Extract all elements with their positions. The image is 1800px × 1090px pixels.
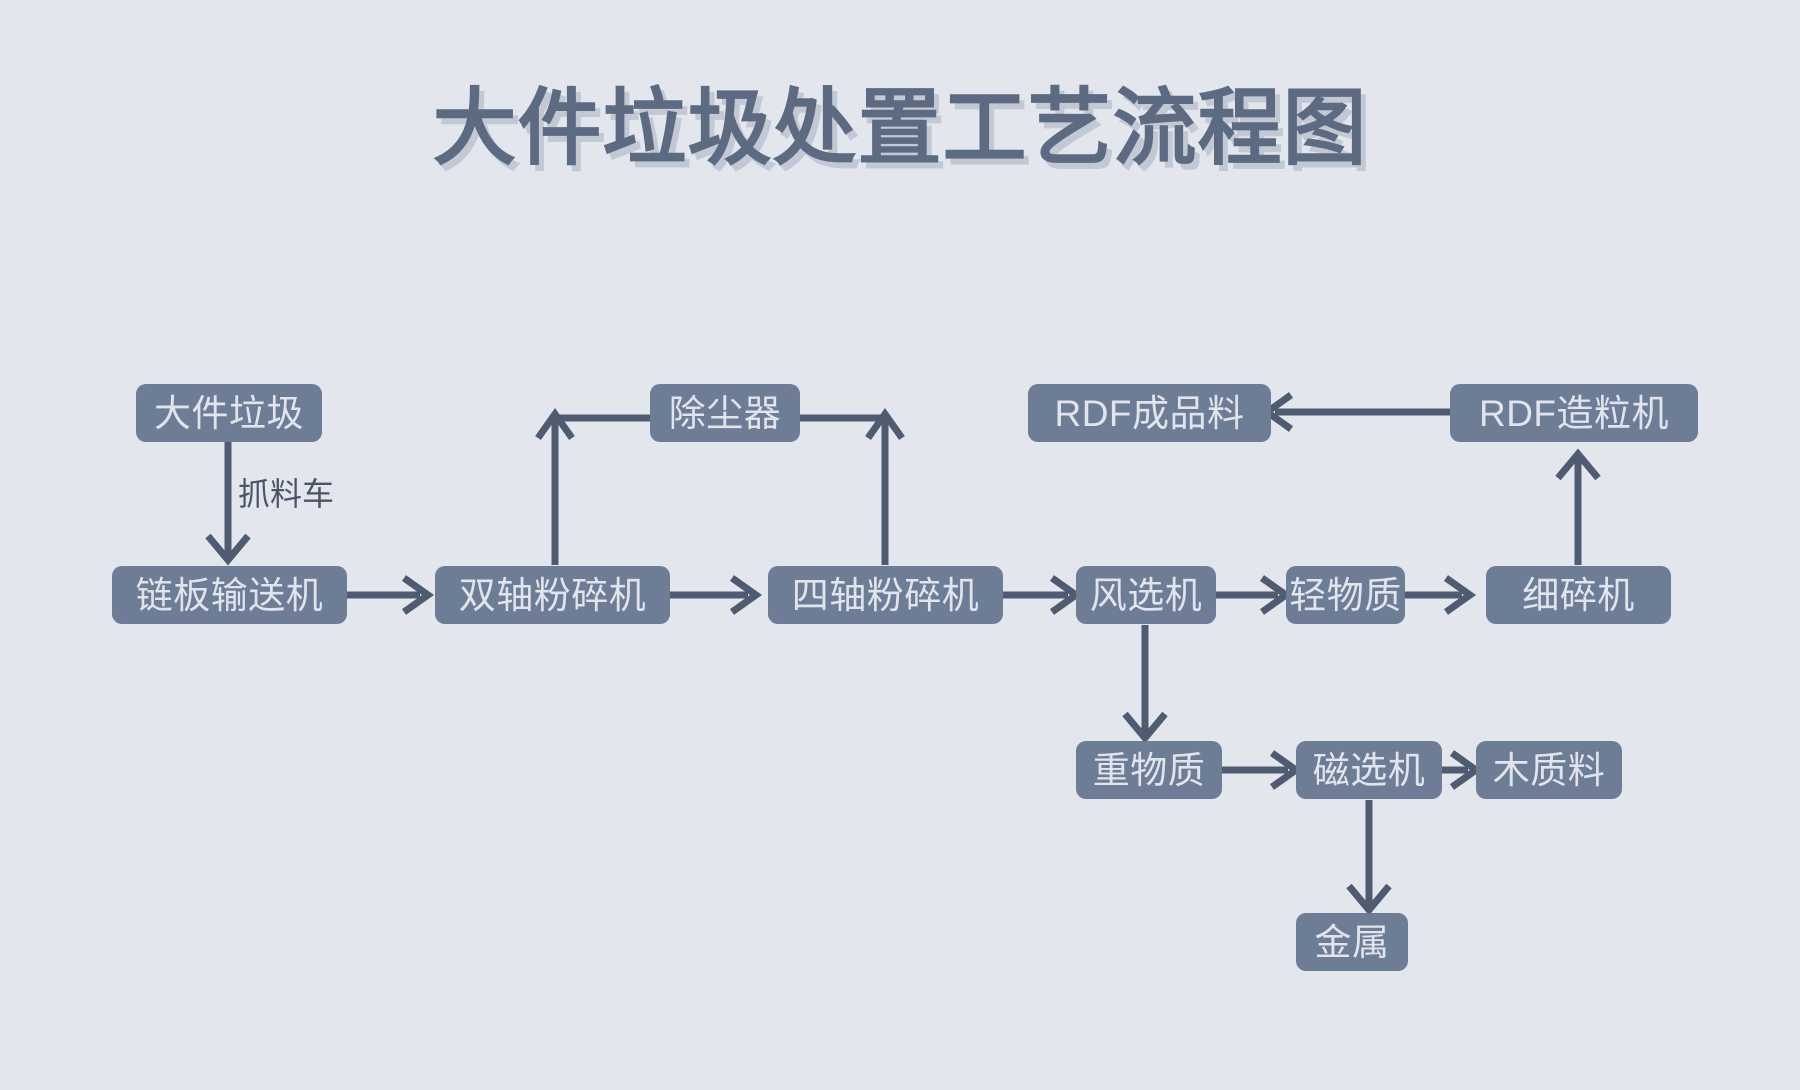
node-label: 金属 [1314,921,1390,963]
node-chain-conveyor[interactable]: 链板输送机 [112,566,347,624]
node-label: 四轴粉碎机 [791,574,980,616]
node-label: 双轴粉碎机 [458,574,647,616]
node-fine-crusher[interactable]: 细碎机 [1486,566,1671,624]
node-label: RDF成品料 [1054,392,1245,434]
node-label: 木质料 [1492,749,1606,791]
page-title: 大件垃圾处置工艺流程图 [432,81,1368,175]
edge-airseparator-to-light [1216,575,1293,615]
edge-dualshaft-to-quadshaft [670,575,763,615]
edge-magnetic-to-metal [1346,800,1392,916]
node-label: 轻物质 [1289,574,1402,616]
node-label: RDF造粒机 [1478,392,1670,434]
node-label: 大件垃圾 [154,392,304,434]
node-label: 除尘器 [668,392,782,434]
edge-label-grab-truck: 抓料车 [238,476,335,512]
node-light-material[interactable]: 轻物质 [1286,566,1405,624]
node-rdf-product[interactable]: RDF成品料 [1028,384,1271,442]
node-air-separator[interactable]: 风选机 [1076,566,1216,624]
node-wood-material[interactable]: 木质料 [1476,741,1622,799]
node-label: 链板输送机 [135,574,324,616]
node-quad-shaft-shredder[interactable]: 四轴粉碎机 [768,566,1003,624]
edge-pelletizer-to-product [1260,392,1450,432]
edge-bulky-to-conveyor [205,442,251,566]
node-dust-collector[interactable]: 除尘器 [650,384,800,442]
node-dual-shaft-shredder[interactable]: 双轴粉碎机 [435,566,670,624]
node-label: 细碎机 [1522,574,1635,616]
node-label: 磁选机 [1312,749,1426,791]
edge-airseparator-to-heavy [1122,625,1168,744]
edge-quadshaft-to-dustcollector [800,407,905,565]
edge-quadshaft-to-airseparator [1003,575,1083,615]
node-metal[interactable]: 金属 [1296,913,1408,971]
edge-finecrusher-to-pelletizer [1555,448,1601,565]
node-magnetic-separator[interactable]: 磁选机 [1296,741,1442,799]
edge-dualshaft-to-dustcollector [535,407,650,565]
node-label: 风选机 [1089,574,1203,616]
edge-heavy-to-magnetic [1222,750,1303,790]
node-rdf-pelletizer[interactable]: RDF造粒机 [1450,384,1698,442]
node-bulky-waste[interactable]: 大件垃圾 [136,384,322,442]
node-heavy-material[interactable]: 重物质 [1076,741,1222,799]
edge-conveyor-to-dualshaft [347,575,435,615]
node-label: 重物质 [1092,749,1206,791]
edge-light-to-finecrusher [1405,575,1477,615]
